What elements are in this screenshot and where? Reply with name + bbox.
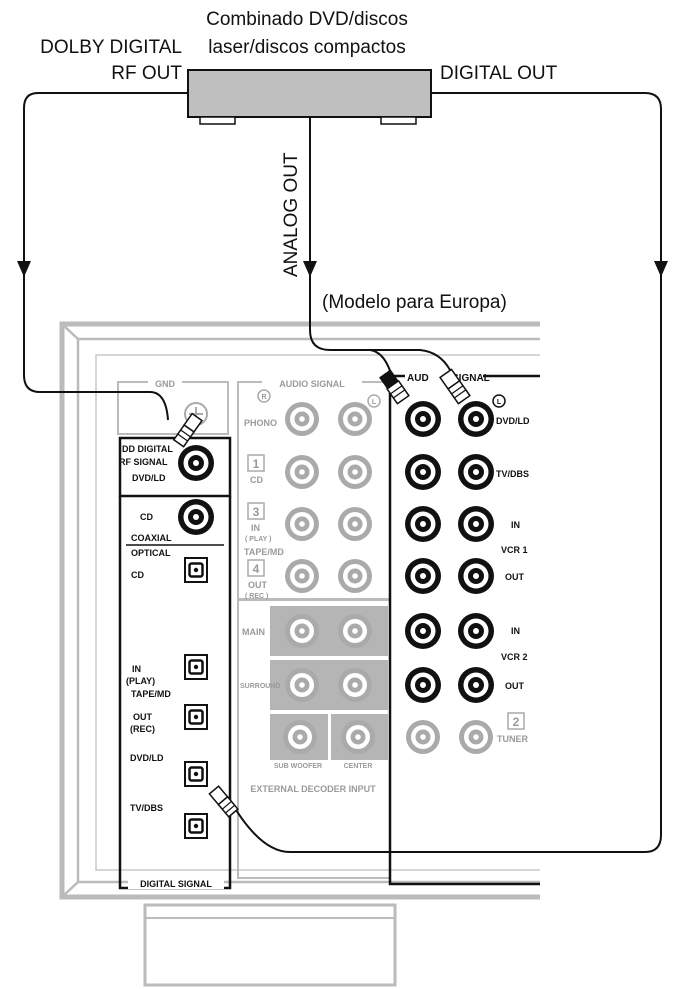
black-jacks [178,401,494,703]
digital-signal-section [118,436,232,890]
analog-plug-r [379,369,410,405]
receiver-stand [143,903,397,987]
rf-arrow [17,261,31,277]
num1-label: 1 [253,457,260,471]
gnd-label: GND [155,379,176,389]
phono-label: PHONO [244,418,277,428]
r-in1-label: IN [511,520,520,530]
optical-label: OPTICAL [131,548,171,558]
rf-signal-label-2: RF SIGNAL [119,457,168,467]
analog-out-label: ANALOG OUT [281,152,302,277]
source-device [187,69,432,125]
coaxial-label: COAXIAL [131,533,172,543]
main-label: MAIN [242,627,265,637]
tape-md-label: TAPE/MD [131,689,171,699]
subwoofer-label: SUB WOOFER [274,763,322,770]
center-label: CENTER [344,763,373,770]
source-device-label-1: Combinado DVD/discos [206,9,408,30]
analog-cable-l [330,349,451,371]
r-out1-label: OUT [505,572,525,582]
arrows [17,261,668,277]
num3-label: 3 [253,505,260,519]
vcr1-label: VCR 1 [501,545,528,555]
digital-signal-label: DIGITAL SIGNAL [140,879,212,889]
optical-jacks [183,556,209,840]
coax-cd-label: CD [140,512,153,522]
r-out2-label: OUT [505,681,525,691]
r-marker-left: R [261,394,266,401]
rf-dvd-label: DVD/LD [132,473,166,483]
num2-label: 2 [513,715,520,729]
rf-signal-label-1: DD DIGITAL [122,444,173,454]
rec-gray-label: ( REC ) [245,593,268,600]
audio-signal-left-label: AUDIO SIGNAL [279,379,345,389]
source-device-label-2: laser/discos compactos [208,37,405,58]
opt-cd-label: CD [131,570,144,580]
r-dvd-label: DVD/LD [496,416,530,426]
tuner-label: TUNER [497,734,528,744]
opt-rec-label: (REC) [130,724,155,734]
model-note: (Modelo para Europa) [322,292,507,313]
l-marker-right: L [497,399,502,406]
rf-cable [23,92,188,421]
analog-plug-l [439,368,471,405]
cd-gray-label: CD [250,475,263,485]
cables [23,92,662,853]
r-tv-label: TV/DBS [496,469,529,479]
rf-out-label-2: RF OUT [111,63,182,84]
coaxial-cd-jack [178,499,214,535]
optical-plug [208,785,239,818]
rf-signal-jack [178,445,214,481]
opt-play-label: (PLAY) [126,676,155,686]
opt-dvd-label: DVD/LD [130,753,164,763]
digital-cable [229,92,662,853]
aud-label: AUD [407,373,429,384]
ext-decoder-label: EXTERNAL DECODER INPUT [250,784,376,794]
opt-out-label: OUT [133,712,153,722]
num4-label: 4 [253,562,260,576]
dvd-ld-cd-player [187,69,432,118]
out-gray-label: OUT [248,580,268,590]
analog-arrow [303,261,317,277]
surround-label: SURROUND [240,683,280,690]
gnd-box [117,381,229,435]
signal-label: SIGNAL [452,373,490,384]
opt-in-label: IN [132,664,141,674]
rf-plug [172,412,204,448]
vcr2-label: VCR 2 [501,652,528,662]
tape-md-gray-label: TAPE/MD [244,547,284,557]
r-in2-label: IN [511,626,520,636]
digital-out-label: DIGITAL OUT [440,63,558,84]
rf-out-label-1: DOLBY DIGITAL [40,37,182,58]
opt-tv-label: TV/DBS [130,803,163,813]
l-marker-left: L [372,399,377,406]
play-gray-label: ( PLAY ) [245,536,271,543]
digital-arrow [654,261,668,277]
in-gray-label: IN [251,523,260,533]
